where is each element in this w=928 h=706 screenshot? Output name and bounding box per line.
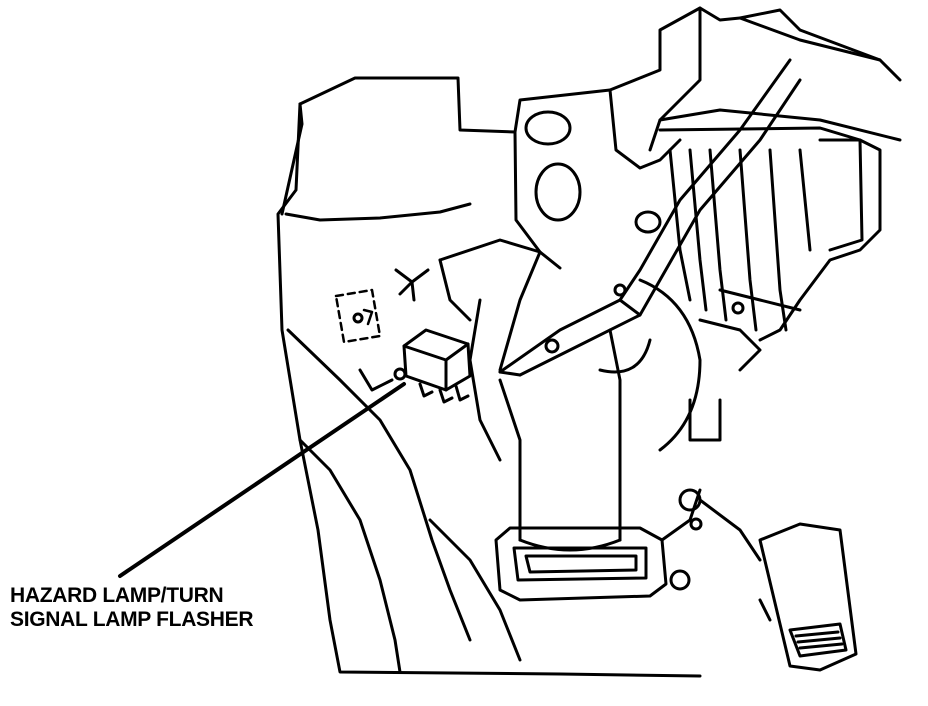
kick-panel (276, 76, 702, 678)
instrument-module (658, 126, 882, 442)
brake-pedal (494, 488, 703, 602)
accelerator-pedal (698, 498, 858, 672)
steering-column-bracket (498, 6, 902, 372)
flasher-module (358, 328, 472, 404)
leader-line (118, 382, 406, 578)
flasher-callout-label: HAZARD LAMP/TURN SIGNAL LAMP FLASHER (10, 584, 254, 632)
callout-label-line-2: SIGNAL LAMP FLASHER (10, 608, 254, 631)
callout-label-line-1: HAZARD LAMP/TURN (10, 584, 224, 607)
mounting-location (334, 268, 430, 344)
steering-column (438, 238, 702, 552)
